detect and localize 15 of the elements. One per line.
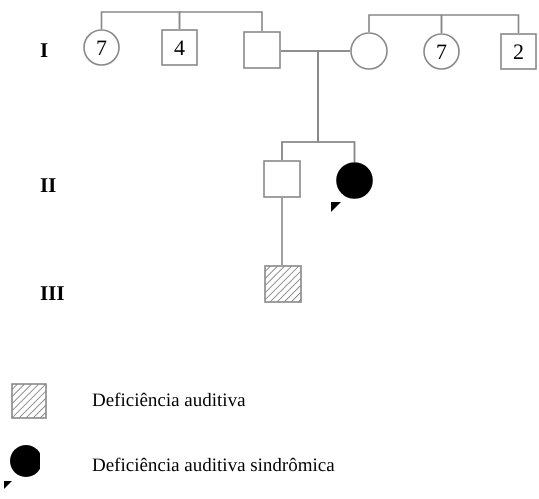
count-number: 7 xyxy=(436,40,447,62)
legend-text: Deficiência auditiva sindrômica xyxy=(92,455,335,477)
pedigree-line xyxy=(368,14,442,33)
pedigree-line xyxy=(317,50,356,162)
generation-label: III xyxy=(40,283,65,304)
pedigree-line xyxy=(178,11,263,31)
pedigree-line xyxy=(440,14,520,33)
count-number: 4 xyxy=(174,36,185,58)
pedigree-line xyxy=(281,198,283,265)
generation-label: I xyxy=(40,40,48,61)
legend-text: Deficiência auditiva xyxy=(92,390,246,412)
pedigree-line xyxy=(100,11,180,29)
count-number: 2 xyxy=(513,40,524,62)
count-number: 7 xyxy=(96,36,107,58)
generation-label: II xyxy=(40,175,56,196)
